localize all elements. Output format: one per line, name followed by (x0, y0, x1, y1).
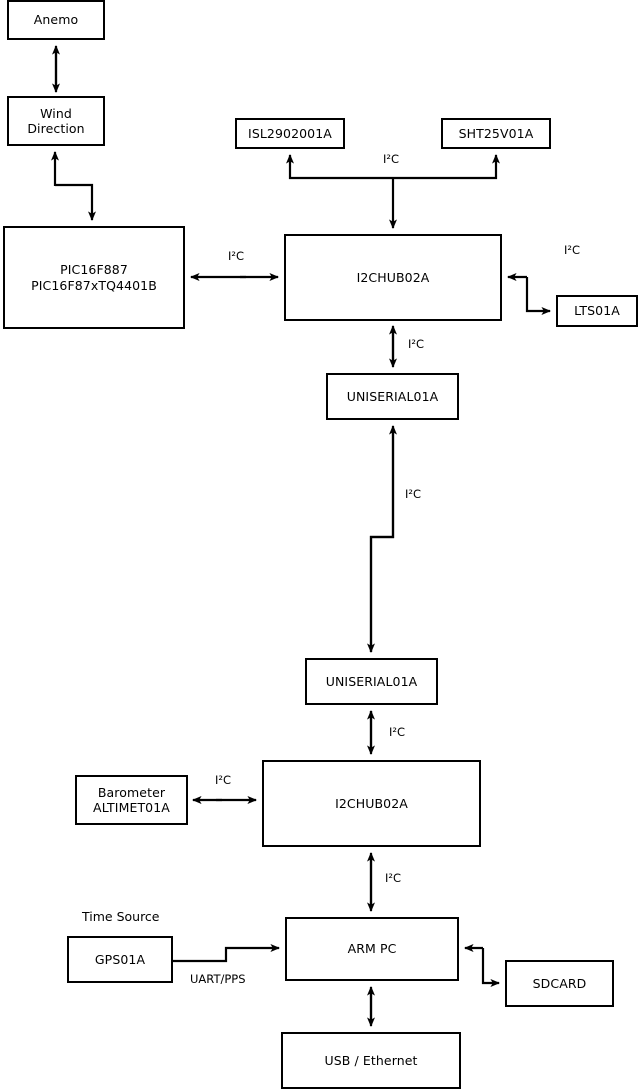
node-gps01a[interactable]: GPS01A (67, 936, 173, 983)
node-anemo[interactable]: Anemo (7, 0, 105, 40)
node-uniserial01a-upper[interactable]: UNISERIAL01A (326, 373, 459, 420)
wire-label-i2c-pic-hub: I²C (228, 249, 245, 263)
node-gps01a-label: GPS01A (94, 951, 146, 967)
node-arm-pc-label: ARM PC (347, 941, 397, 957)
wire-label-i2c-uniser-link: I²C (405, 487, 422, 501)
node-uniserial01a-lower-label: UNISERIAL01A (325, 673, 418, 689)
wire-hub-lts (525, 277, 551, 315)
wire-gps-armpc (172, 944, 280, 963)
node-wind-direction[interactable]: Wind Direction (7, 96, 105, 146)
node-pic-mcu-label: PIC16F887 PIC16F87xTQ4401B (31, 262, 157, 293)
wire-label-uart-pps: UART/PPS (190, 972, 246, 986)
node-isl2902001a[interactable]: ISL2902001A (235, 118, 345, 149)
wire-label-i2c-hub2-armpc: I²C (385, 871, 402, 885)
node-sdcard[interactable]: SDCARD (505, 960, 614, 1007)
node-sht25v01a[interactable]: SHT25V01A (441, 118, 551, 149)
wire-uniser-link-up (369, 425, 397, 652)
wire-label-i2c-uniser-hub2: I²C (389, 725, 406, 739)
node-arm-pc[interactable]: ARM PC (285, 917, 459, 981)
node-lts01a-label: LTS01A (574, 303, 620, 319)
wire-hub-sensorbus-sht (393, 154, 500, 180)
wire-wind-pic (55, 183, 96, 221)
node-anemo-label: Anemo (33, 12, 79, 28)
node-barometer-altimet01a[interactable]: Barometer ALTIMET01A (75, 775, 188, 825)
node-i2chub02a-bottom-label: I2CHUB02A (335, 795, 408, 811)
node-lts01a[interactable]: LTS01A (556, 295, 638, 327)
node-usb-ethernet[interactable]: USB / Ethernet (281, 1032, 461, 1089)
node-pic-mcu[interactable]: PIC16F887 PIC16F87xTQ4401B (3, 226, 185, 329)
node-i2chub02a-top[interactable]: I2CHUB02A (284, 234, 502, 321)
node-barometer-altimet01a-label: Barometer ALTIMET01A (93, 784, 170, 815)
node-uniserial01a-upper-label: UNISERIAL01A (346, 388, 439, 404)
node-i2chub02a-bottom[interactable]: I2CHUB02A (262, 760, 481, 847)
node-sht25v01a-label: SHT25V01A (458, 125, 534, 141)
node-sdcard-label: SDCARD (532, 975, 587, 991)
node-i2chub02a-top-label: I2CHUB02A (356, 269, 430, 285)
label-time-source: Time Source (82, 909, 160, 924)
wire-hub-sensorbus-isl (286, 154, 393, 180)
wire-armpc-sdcard (481, 948, 500, 987)
node-uniserial01a-lower[interactable]: UNISERIAL01A (305, 658, 438, 705)
wire-label-i2c-hub-lts: I²C (564, 243, 581, 257)
node-wind-direction-label: Wind Direction (27, 105, 85, 136)
wire-uniser-link-down (367, 430, 395, 653)
wire-label-i2c-baro-hub2: I²C (215, 773, 232, 787)
node-isl2902001a-label: ISL2902001A (248, 125, 332, 141)
wire-label-i2c-hub-uniser: I²C (408, 337, 425, 351)
wire-label-i2c-sensors-top: I²C (383, 152, 400, 166)
node-usb-ethernet-label: USB / Ethernet (324, 1052, 418, 1068)
